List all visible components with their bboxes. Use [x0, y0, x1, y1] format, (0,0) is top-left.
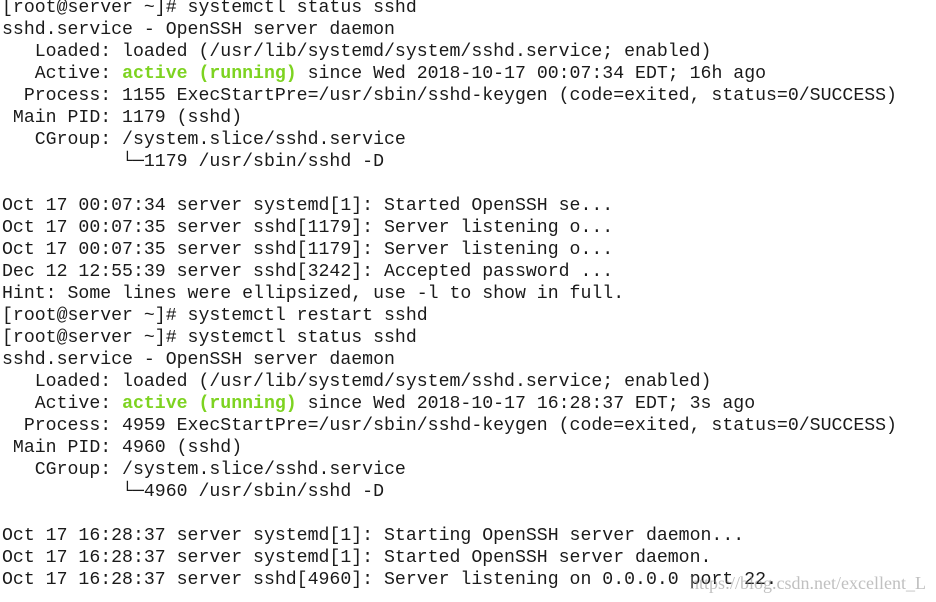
- terminal-text: Active:: [2, 394, 123, 414]
- terminal-line: [root@server ~]# systemctl status sshd: [2, 0, 936, 19]
- terminal-text: Active:: [2, 64, 123, 84]
- terminal-line: Process: 4959 ExecStartPre=/usr/sbin/ssh…: [2, 415, 936, 437]
- terminal-text: Main PID: 4960 (sshd): [2, 438, 243, 458]
- terminal-line: sshd.service - OpenSSH server daemon: [2, 19, 936, 41]
- terminal-text: since Wed 2018-10-17 16:28:37 EDT; 3s ag…: [296, 394, 756, 414]
- terminal-text: CGroup: /system.slice/sshd.service: [2, 130, 406, 150]
- terminal-text: since Wed 2018-10-17 00:07:34 EDT; 16h a…: [296, 64, 767, 84]
- terminal-text: Oct 17 16:28:37 server sshd[4960]: Serve…: [2, 570, 777, 590]
- terminal-line: Hint: Some lines were ellipsized, use -l…: [2, 283, 936, 305]
- terminal-text: Dec 12 12:55:39 server sshd[3242]: Accep…: [2, 262, 614, 282]
- terminal-text: Oct 17 00:07:35 server sshd[1179]: Serve…: [2, 218, 614, 238]
- terminal-text: [root@server ~]# systemctl status sshd: [2, 0, 417, 18]
- terminal-text: sshd.service - OpenSSH server daemon: [2, 20, 395, 40]
- terminal-line: [2, 173, 936, 195]
- terminal-line: [root@server ~]# systemctl status sshd: [2, 327, 936, 349]
- terminal-line: CGroup: /system.slice/sshd.service: [2, 129, 936, 151]
- terminal-line: Dec 12 12:55:39 server sshd[3242]: Accep…: [2, 261, 936, 283]
- status-active-text: active (running): [122, 394, 297, 414]
- terminal-text: Oct 17 00:07:35 server sshd[1179]: Serve…: [2, 240, 614, 260]
- terminal-line: Main PID: 4960 (sshd): [2, 437, 936, 459]
- terminal-line: Loaded: loaded (/usr/lib/systemd/system/…: [2, 41, 936, 63]
- terminal-line: CGroup: /system.slice/sshd.service: [2, 459, 936, 481]
- terminal-text: Oct 17 16:28:37 server systemd[1]: Start…: [2, 548, 712, 568]
- terminal-text: Main PID: 1179 (sshd): [2, 108, 243, 128]
- terminal-text: sshd.service - OpenSSH server daemon: [2, 350, 395, 370]
- terminal-line: Oct 17 00:07:34 server systemd[1]: Start…: [2, 195, 936, 217]
- terminal-text: CGroup: /system.slice/sshd.service: [2, 460, 406, 480]
- terminal-line: Oct 17 00:07:35 server sshd[1179]: Serve…: [2, 239, 936, 261]
- terminal-line: Active: active (running) since Wed 2018-…: [2, 393, 936, 415]
- terminal-text: [root@server ~]# systemctl restart sshd: [2, 306, 428, 326]
- terminal-line: └─1179 /usr/sbin/sshd -D: [2, 151, 936, 173]
- terminal-text: Hint: Some lines were ellipsized, use -l…: [2, 284, 625, 304]
- terminal-line: Oct 17 16:28:37 server systemd[1]: Start…: [2, 547, 936, 569]
- terminal-text: Loaded: loaded (/usr/lib/systemd/system/…: [2, 372, 712, 392]
- terminal-text: └─1179 /usr/sbin/sshd -D: [2, 152, 384, 172]
- terminal-line: Loaded: loaded (/usr/lib/systemd/system/…: [2, 371, 936, 393]
- terminal-line: Oct 17 00:07:35 server sshd[1179]: Serve…: [2, 217, 936, 239]
- terminal-text: Oct 17 16:28:37 server systemd[1]: Start…: [2, 526, 745, 546]
- terminal-line: Main PID: 1179 (sshd): [2, 107, 936, 129]
- terminal-line: Process: 1155 ExecStartPre=/usr/sbin/ssh…: [2, 85, 936, 107]
- terminal-line: └─4960 /usr/sbin/sshd -D: [2, 481, 936, 503]
- terminal-line: Oct 17 16:28:37 server systemd[1]: Start…: [2, 525, 936, 547]
- status-active-text: active (running): [122, 64, 297, 84]
- watermark: https://blog.csdn.net/excellent_L: [690, 573, 926, 593]
- terminal-line: [root@server ~]# systemctl restart sshd: [2, 305, 936, 327]
- terminal-text: Loaded: loaded (/usr/lib/systemd/system/…: [2, 42, 712, 62]
- terminal-text: Process: 1155 ExecStartPre=/usr/sbin/ssh…: [2, 86, 897, 106]
- terminal-text: [root@server ~]# systemctl status sshd: [2, 328, 417, 348]
- terminal-text: └─4960 /usr/sbin/sshd -D: [2, 482, 384, 502]
- terminal-line: [2, 503, 936, 525]
- terminal-line: sshd.service - OpenSSH server daemon: [2, 349, 936, 371]
- terminal-text: Process: 4959 ExecStartPre=/usr/sbin/ssh…: [2, 416, 897, 436]
- terminal-text: Oct 17 00:07:34 server systemd[1]: Start…: [2, 196, 614, 216]
- terminal-line: Oct 17 16:28:37 server sshd[4960]: Serve…: [2, 569, 936, 591]
- terminal-line: Active: active (running) since Wed 2018-…: [2, 63, 936, 85]
